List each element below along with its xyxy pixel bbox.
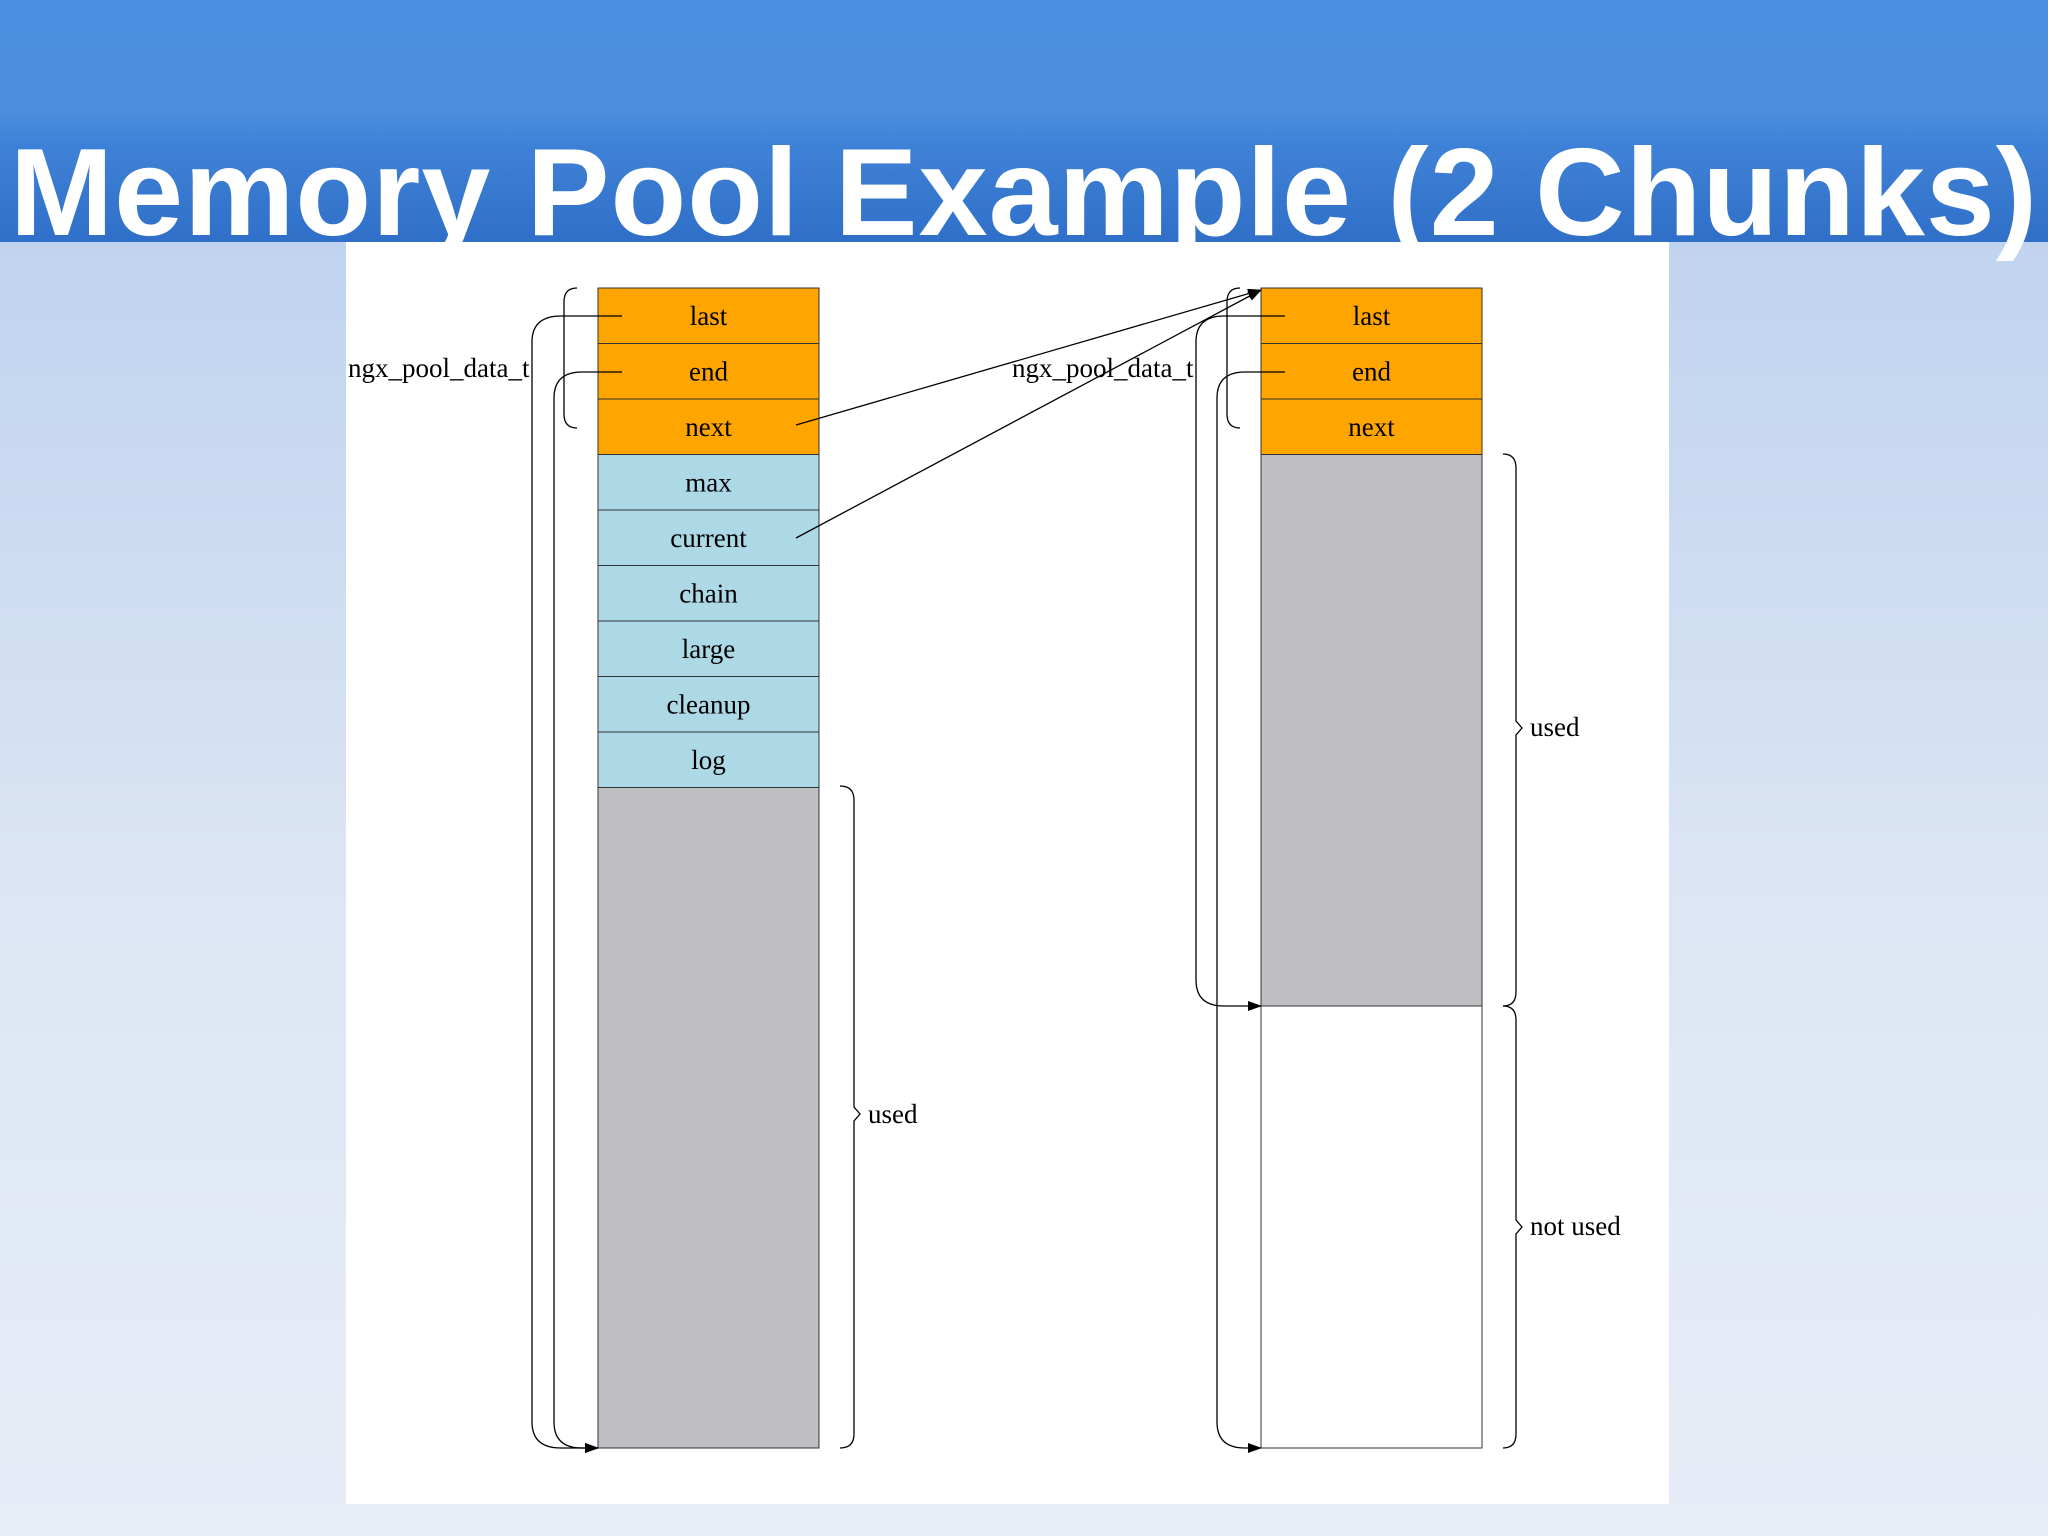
chunk1-cleanup-label: cleanup — [667, 689, 751, 719]
chunk1-used-region — [597, 787, 820, 1449]
chunk1-next-label: next — [685, 412, 732, 442]
title-bar-background — [0, 0, 2048, 155]
chunk1-chain-cell — [597, 565, 820, 622]
chunk1-large-cell — [597, 620, 820, 677]
title-bar-lower-band — [0, 152, 2048, 242]
chunk1-chain-label: chain — [679, 578, 738, 608]
chunk2-end-label: end — [1352, 356, 1391, 386]
chunk1-last-pointer — [531, 315, 622, 1453]
chunk1-current-pointer — [795, 289, 1262, 539]
chunk2-unused-brace — [1502, 1005, 1523, 1449]
chunk1-last-cell — [597, 287, 820, 344]
chunk1-last-label: last — [690, 301, 728, 331]
chunk2-used-brace — [1502, 453, 1523, 1007]
slide-title: Memory Pool Example (2 Chunks) — [9, 124, 2039, 262]
chunk1-used-label: used — [868, 1099, 918, 1129]
chunk2-unused-region — [1260, 1005, 1483, 1449]
chunk1-cleanup-cell — [597, 676, 820, 733]
chunk1-header-label: ngx_pool_data_t — [348, 353, 530, 383]
chunk2-header-label: ngx_pool_data_t — [1012, 353, 1194, 383]
chunk2-end-pointer — [1216, 371, 1285, 1453]
chunk1-end-label: end — [689, 356, 728, 386]
chunk1-next-pointer — [795, 288, 1262, 426]
chunk2-next-label: next — [1348, 412, 1395, 442]
chunk2-next-cell — [1260, 398, 1483, 455]
chunk1-current-label: current — [670, 523, 747, 553]
chunk2-unused-label: not used — [1530, 1211, 1621, 1241]
chunk2-last-label: last — [1353, 301, 1391, 331]
chunk1-end-pointer — [553, 371, 622, 1453]
chunk2-used-region — [1260, 454, 1483, 1007]
chunk2-end-cell — [1260, 343, 1483, 400]
chunk2-last-cell — [1260, 287, 1483, 344]
chunk1-log-cell — [597, 731, 820, 788]
chunk1-used-brace — [839, 785, 861, 1449]
chunk1-large-label: large — [682, 634, 735, 664]
diagram-panel: last end next max current chain large cleanup lo… — [346, 242, 1669, 1504]
chunk1-header-brace — [563, 287, 578, 429]
memory-pool-diagram: last end next max current chain large cleanup lo… — [348, 287, 1621, 1453]
chunk1-max-label: max — [685, 467, 732, 497]
chunk2-used-label: used — [1530, 712, 1580, 742]
chunk2-header-brace — [1226, 287, 1241, 429]
chunk1-log-label: log — [691, 745, 726, 775]
chunk2-last-pointer — [1195, 315, 1285, 1011]
